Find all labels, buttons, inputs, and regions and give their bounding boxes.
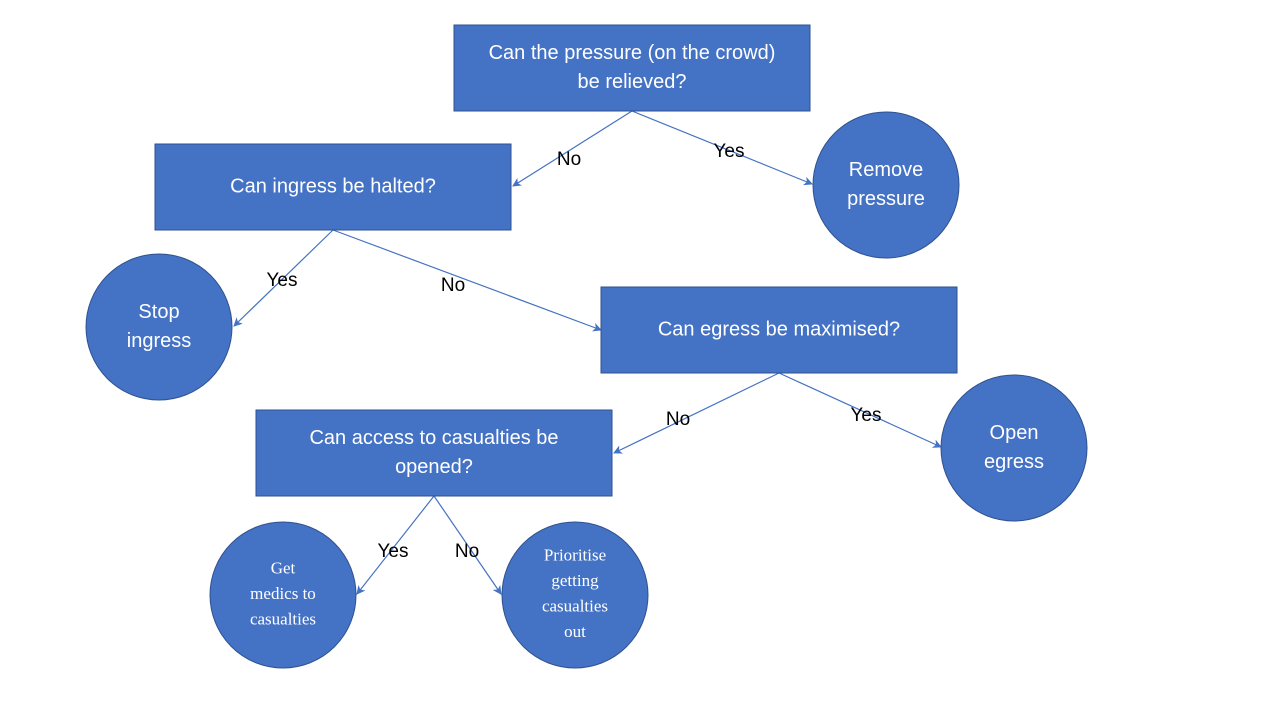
node-text-line: casualties	[250, 609, 316, 628]
outcome-circle	[940, 374, 1088, 522]
node-text-line: pressure	[847, 188, 925, 210]
node-q-pressure: Can the pressure (on the crowd) be reliev…	[453, 24, 811, 112]
node-text-line: casualties	[542, 597, 608, 616]
decision-box	[600, 286, 958, 374]
node-text-line: medics to	[250, 584, 316, 603]
edge-q_egress-to-open_egress	[778, 372, 942, 448]
node-text-line: Can ingress be halted?	[230, 175, 436, 197]
nodes-layer: Can the pressure (on the crowd) be reliev…	[85, 24, 1088, 669]
node-text-line: opened?	[395, 456, 473, 478]
edge-q_access-to-prioritise_out	[433, 495, 502, 595]
edge-label-yes-q_pressure-to-remove_pressure: Yes	[714, 141, 745, 162]
node-text-line: Stop	[138, 301, 179, 323]
node-text-line: Open	[990, 422, 1039, 444]
node-q-ingress: Can ingress be halted?	[154, 143, 512, 231]
edge-q_ingress-to-stop_ingress	[233, 229, 334, 327]
edge-label-yes-q_ingress-to-stop_ingress: Yes	[267, 270, 298, 291]
edge-q_ingress-to-q_egress	[332, 229, 602, 332]
outcome-circle	[812, 111, 960, 259]
node-open-egress: Open egress	[940, 374, 1088, 522]
outcome-circle	[85, 253, 233, 401]
node-text-line: Can access to casualties be	[309, 427, 558, 449]
edges-layer	[233, 110, 942, 595]
node-prioritise-out: Prioritise getting casualties out	[501, 521, 649, 669]
node-text-line: Get	[271, 558, 296, 577]
node-text-line: Can the pressure (on the crowd)	[489, 42, 776, 64]
node-text-line: Prioritise	[544, 546, 606, 565]
node-q-egress: Can egress be maximised?	[600, 286, 958, 374]
node-stop-ingress: Stop ingress	[85, 253, 233, 401]
decision-box	[154, 143, 512, 231]
edge-label-no-q_pressure-to-q_ingress: No	[557, 149, 581, 170]
node-text-line: out	[564, 622, 586, 641]
edge-label-no-q_ingress-to-q_egress: No	[441, 275, 465, 296]
edge-label-no-q_egress-to-q_access: No	[666, 409, 690, 430]
edge-q_egress-to-q_access	[613, 372, 780, 454]
node-text-line: Can egress be maximised?	[658, 318, 900, 340]
node-get-medics: Get medics to casualties	[209, 521, 357, 669]
edge-q_access-to-get_medics	[356, 495, 435, 595]
decision-box	[255, 409, 613, 497]
outcome-circle	[501, 521, 649, 669]
decision-box	[453, 24, 811, 112]
node-text-line: getting	[551, 571, 599, 590]
outcome-circle	[209, 521, 357, 669]
node-remove-pressure: Remove pressure	[812, 111, 960, 259]
node-text-line: ingress	[127, 330, 191, 352]
edge-q_pressure-to-remove_pressure	[631, 110, 813, 186]
edge-label-yes-q_access-to-get_medics: Yes	[378, 541, 409, 562]
node-text-line: Remove	[849, 159, 923, 181]
node-text-line: egress	[984, 451, 1044, 473]
node-q-access: Can access to casualties be opened?	[255, 409, 613, 497]
edge-label-yes-q_egress-to-open_egress: Yes	[851, 405, 882, 426]
node-text-line: be relieved?	[578, 71, 687, 93]
edge-label-no-q_access-to-prioritise_out: No	[455, 541, 479, 562]
edge-q_pressure-to-q_ingress	[512, 110, 633, 187]
